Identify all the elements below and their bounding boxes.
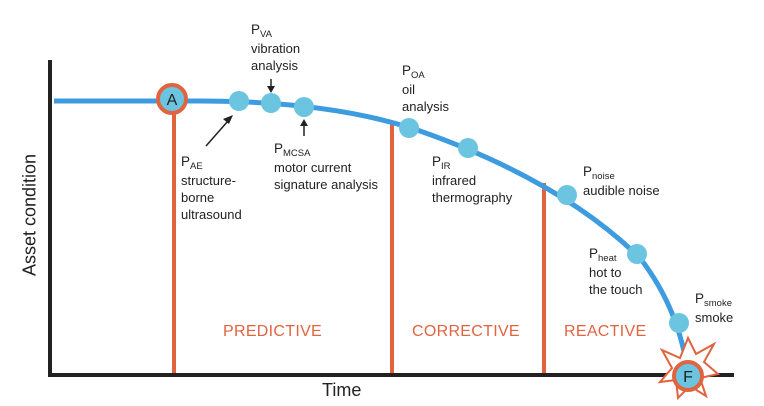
zone-label-corrective: CORRECTIVE	[412, 323, 520, 340]
symbol-heat: P	[589, 246, 599, 261]
symbol-ir: P	[432, 154, 442, 169]
marker-va	[261, 93, 281, 113]
desc-smoke-1: smoke	[695, 310, 734, 325]
arrow-mcsa-icon	[300, 119, 308, 136]
desc-va-2: analysis	[251, 58, 298, 73]
label-mcsa: PMCSA motor current signature analysis	[274, 140, 378, 193]
marker-ir	[458, 138, 478, 158]
sub-mcsa: MCSA	[283, 148, 311, 159]
symbol-noise: P	[583, 164, 593, 179]
label-ae: PAE structure- borne ultrasound	[181, 153, 242, 223]
desc-mcsa-2: signature analysis	[274, 177, 379, 192]
marker-noise	[557, 185, 577, 205]
x-axis-title: Time	[322, 380, 362, 400]
desc-ae-2: borne	[181, 190, 215, 205]
label-smoke: Psmoke smoke	[695, 290, 733, 326]
marker-mcsa	[294, 97, 314, 117]
y-axis-title: Asset condition	[19, 153, 40, 277]
desc-ir-1: infrared	[432, 173, 477, 188]
desc-ae-1: structure-	[181, 173, 236, 188]
sub-smoke: smoke	[704, 298, 732, 309]
sub-oa: OA	[411, 70, 425, 81]
symbol-mcsa: P	[274, 141, 284, 156]
sub-va: VA	[260, 29, 272, 40]
zone-label-predictive: PREDICTIVE	[223, 323, 323, 340]
sub-heat: heat	[598, 253, 617, 264]
desc-heat-2: the touch	[589, 282, 643, 297]
label-va: PVA vibration analysis	[251, 21, 300, 74]
zone-label-reactive: REACTIVE	[564, 323, 647, 340]
point-f-label: F	[683, 369, 693, 386]
point-f-marker	[672, 360, 704, 392]
point-a-label: A	[167, 92, 178, 109]
label-noise: Pnoise audible noise	[583, 163, 660, 199]
desc-oa-1: oil	[402, 82, 416, 97]
desc-heat-1: hot to	[589, 265, 622, 280]
symbol-oa: P	[402, 63, 412, 78]
sub-ae: AE	[190, 161, 203, 172]
marker-oa	[399, 118, 419, 138]
desc-ae-3: ultrasound	[181, 207, 242, 222]
desc-va-1: vibration	[251, 41, 301, 56]
symbol-smoke: P	[695, 291, 705, 306]
symbol-va: P	[251, 22, 261, 37]
desc-mcsa-1: motor current	[274, 160, 352, 175]
desc-ir-2: thermography	[432, 190, 513, 205]
desc-oa-2: analysis	[402, 99, 449, 114]
label-heat: Pheat hot to the touch	[589, 245, 643, 298]
marker-heat	[627, 244, 647, 264]
arrow-ae-icon	[205, 115, 233, 147]
sub-noise: noise	[592, 171, 615, 182]
label-oa: POA oil analysis	[402, 62, 449, 115]
symbol-ae: P	[181, 154, 191, 169]
sub-ir: IR	[441, 161, 451, 172]
arrow-va-icon	[267, 79, 275, 93]
label-ir: PIR infrared thermography	[432, 153, 512, 206]
point-a-marker	[156, 83, 188, 115]
desc-noise-1: audible noise	[583, 183, 660, 198]
marker-ae	[229, 91, 249, 111]
marker-smoke	[669, 313, 689, 333]
